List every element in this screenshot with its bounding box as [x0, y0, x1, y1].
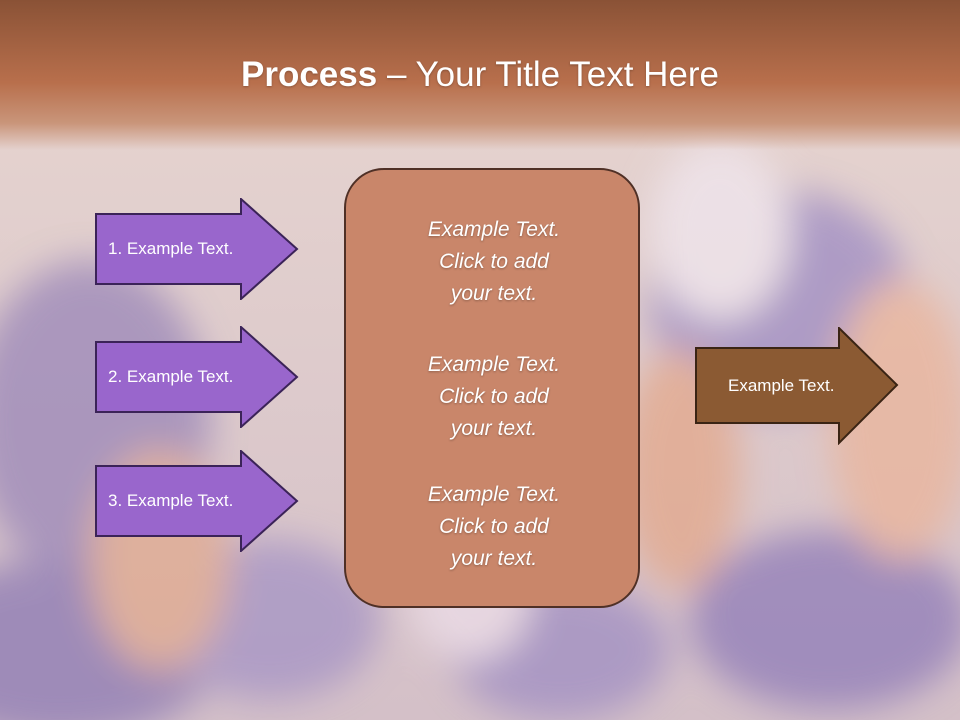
right-arrow-shape: [695, 327, 899, 445]
left-arrow-label-2: 2. Example Text.: [108, 367, 234, 386]
center-block-2-line-1: Example Text.: [427, 353, 561, 376]
left-arrow-2[interactable]: 2. Example Text.: [95, 326, 301, 428]
arrow-shape-1: [95, 198, 299, 300]
title-bold: Process: [240, 55, 378, 94]
title-bar: [0, 0, 960, 150]
left-arrow-label-3: 3. Example Text.: [108, 491, 234, 510]
right-arrow[interactable]: Example Text.: [695, 327, 901, 445]
slide-title: Process – Your Title Text Here: [0, 50, 960, 100]
center-block-3-line-1: Example Text.: [427, 483, 561, 506]
center-text-box[interactable]: Example Text. Click to add your text. Ex…: [344, 168, 640, 608]
arrow-shape-2: [95, 326, 299, 428]
right-arrow-label: Example Text.: [728, 375, 835, 395]
center-block-1-line-2: Click to add: [439, 250, 549, 273]
center-block-3-line-2: Click to add: [439, 515, 549, 538]
center-block-1-line-3: your text.: [450, 282, 538, 305]
center-block-2: Example Text. Click to add your text.: [346, 349, 642, 445]
left-arrow-1[interactable]: 1. Example Text.: [95, 198, 301, 300]
left-arrow-3[interactable]: 3. Example Text.: [95, 450, 301, 552]
center-block-3: Example Text. Click to add your text.: [346, 479, 642, 575]
arrow-shape-3: [95, 450, 299, 552]
left-arrow-label-1: 1. Example Text.: [108, 239, 234, 258]
title-rest: Your Title Text Here: [415, 55, 720, 94]
center-block-1-line-1: Example Text.: [427, 218, 561, 241]
center-block-1: Example Text. Click to add your text.: [346, 214, 642, 310]
center-block-2-line-2: Click to add: [439, 385, 549, 408]
center-block-2-line-3: your text.: [450, 417, 538, 440]
center-block-3-line-3: your text.: [450, 547, 538, 570]
title-dash: –: [386, 55, 407, 94]
